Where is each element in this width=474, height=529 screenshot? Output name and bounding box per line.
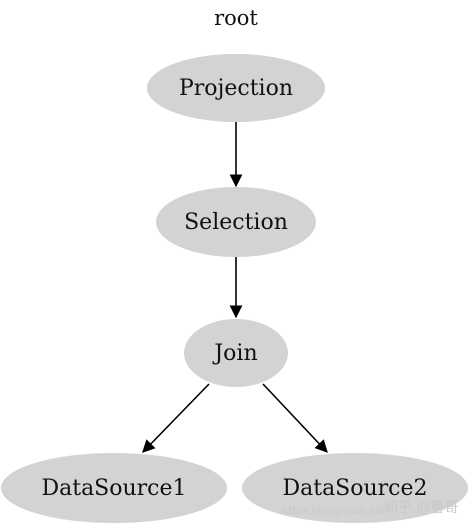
edge-join-to-datasource1: [142, 383, 210, 453]
node-label-selection: Selection: [184, 210, 288, 235]
node-label-datasource1: DataSource1: [41, 476, 186, 501]
watermark: https://blog.csdn.net 知乎 @鲁哥: [282, 499, 458, 517]
node-join[interactable]: Join: [184, 319, 288, 387]
node-datasource1[interactable]: DataSource1: [1, 453, 227, 523]
node-datasource2[interactable]: DataSource2: [242, 453, 468, 523]
node-label-join: Join: [212, 341, 257, 366]
watermark-brand: 知乎 @鲁哥: [384, 499, 458, 516]
watermark-url: https://blog.csdn.net: [282, 506, 386, 517]
node-label-datasource2: DataSource2: [282, 476, 427, 501]
node-selection[interactable]: Selection: [156, 187, 316, 257]
node-projection[interactable]: Projection: [147, 54, 325, 122]
node-label-projection: Projection: [179, 76, 293, 101]
diagram-title: root: [214, 6, 258, 30]
edge-join-to-datasource2: [262, 383, 328, 453]
